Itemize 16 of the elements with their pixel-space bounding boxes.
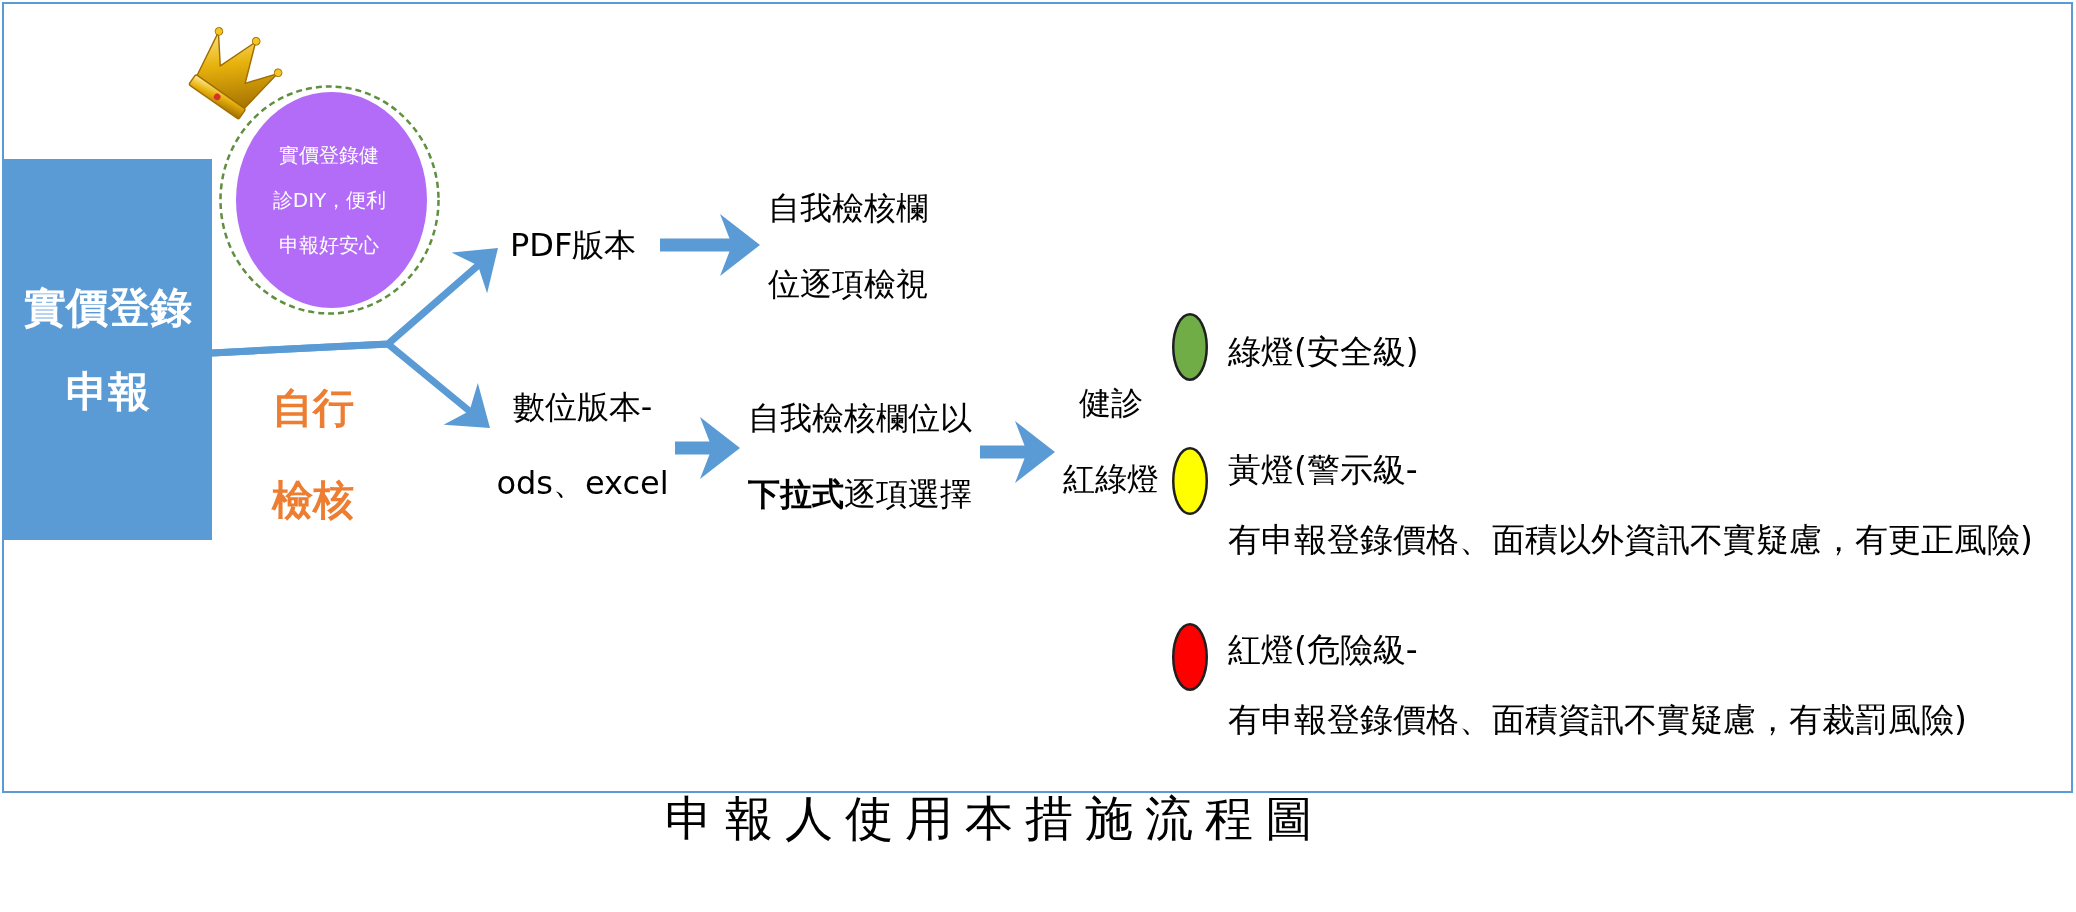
legend-text: 紅燈(危險級-有申報登錄價格、面積資訊不實疑慮，有裁罰風險) — [1228, 629, 1967, 741]
arrow — [660, 214, 760, 276]
arrow — [675, 417, 740, 479]
step-label: 自我檢核欄位逐項檢視 — [760, 170, 936, 322]
legend-text: 綠燈(安全級) — [1228, 331, 1419, 373]
step-label: 數位版本-ods、excel — [490, 369, 675, 521]
caption: 申報人使用本措施流程圖 — [665, 789, 1325, 848]
step-label: 自我檢核欄位以下拉式逐項選擇 — [740, 380, 980, 532]
arrow — [980, 421, 1055, 483]
legend-text: 黃燈(警示級-有申報登錄價格、面積以外資訊不實疑慮，有更正風險) — [1228, 449, 2033, 561]
step-label: 健診紅綠燈 — [1055, 365, 1167, 517]
annotation-text: 自行檢核 — [270, 383, 355, 526]
process-box: 實價登錄申報 — [3, 159, 212, 540]
step-label: PDF版本 — [498, 222, 660, 268]
arrow — [211, 340, 493, 431]
ellipse-badge: 實價登錄健診DIY，便利申報好安心 — [219, 85, 440, 315]
